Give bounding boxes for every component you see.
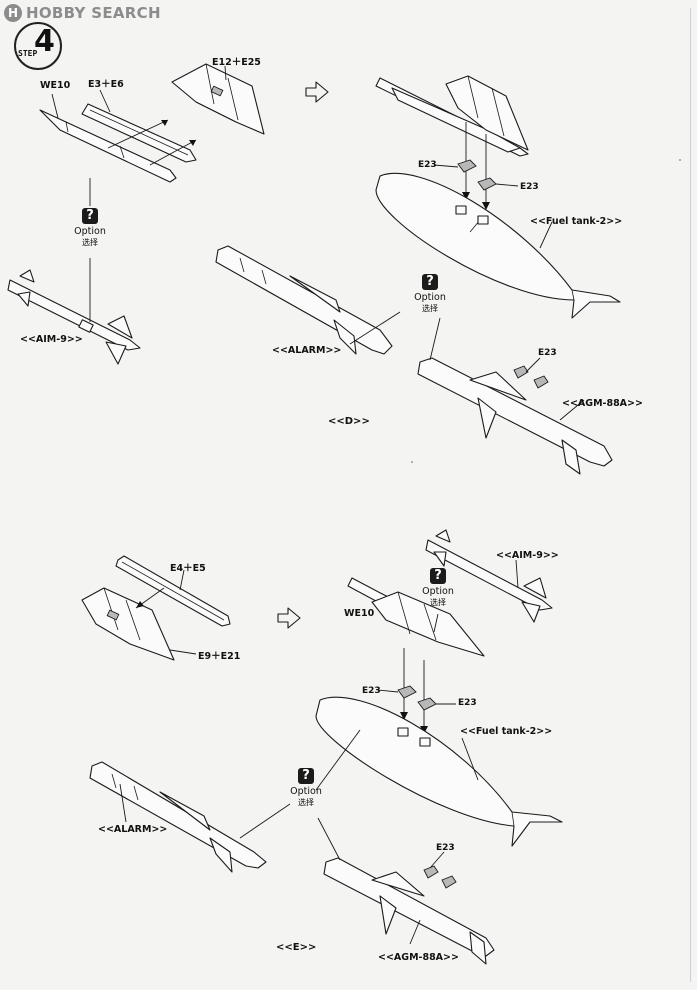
label-aim9-e: <<AIM-9>> [496, 550, 559, 561]
sway-brace-d-right [477, 177, 497, 191]
watermark-logo-icon: H [4, 4, 22, 22]
agm88-missile-e [323, 857, 495, 965]
aim9-missile-d [7, 269, 141, 365]
option-callout-fuel-d: ? Option 选择 [410, 274, 450, 314]
assembly-arrow-e [277, 607, 301, 629]
page-edge-line [690, 8, 691, 982]
assembled-pylon-d [375, 75, 529, 157]
section-title-d: <<D>> [328, 416, 370, 427]
option-label-cn: 选择 [430, 598, 446, 607]
sway-brace-e-right [417, 697, 437, 711]
sway-brace-d-left [457, 159, 477, 173]
label-e23-e-right: E23 [458, 698, 477, 708]
option-label: Option [290, 786, 322, 797]
pylon-e [81, 587, 175, 661]
question-icon: ? [82, 208, 98, 224]
label-e3-e6: E3＋E6 [88, 79, 124, 90]
label-fuel-tank-d: <<Fuel tank-2>> [530, 216, 623, 227]
option-callout-aim9-e: ? Option 选择 [418, 568, 458, 608]
option-label-cn: 选择 [298, 798, 314, 807]
label-e9-e21: E9＋E21 [198, 651, 241, 662]
label-we10-e: WE10 [344, 608, 375, 619]
option-label: Option [422, 586, 454, 597]
label-e23-d-left: E23 [418, 160, 437, 170]
alarm-missile-d [215, 245, 393, 355]
label-fuel-tank-e: <<Fuel tank-2>> [460, 726, 553, 737]
alarm-missile-e [89, 761, 267, 873]
section-title-e: <<E>> [276, 942, 317, 953]
aim9-missile-e [425, 529, 553, 623]
step-number: 4 [34, 24, 55, 59]
watermark-text: HOBBY SEARCH [26, 4, 161, 22]
option-label-cn: 选择 [422, 304, 438, 313]
launcher-rail-d [81, 103, 197, 163]
label-e23-d-agm: E23 [538, 348, 557, 358]
label-alarm-e: <<ALARM>> [98, 824, 168, 835]
question-icon: ? [298, 768, 314, 784]
label-e23-e-agm: E23 [436, 843, 455, 853]
assembled-pylon-e [347, 577, 485, 657]
sway-brace-e-left [397, 685, 417, 699]
label-aim9-d: <<AIM-9>> [20, 334, 83, 345]
step-word: STEP [18, 49, 38, 58]
label-e23-d-right: E23 [520, 182, 539, 192]
assembly-arrow-d [305, 81, 329, 103]
hobby-search-watermark: H HOBBY SEARCH [4, 4, 161, 22]
option-callout-aim9-d: ? Option 选择 [70, 208, 110, 248]
question-icon: ? [430, 568, 446, 584]
launcher-rail-e [115, 555, 231, 627]
step-badge: 4 STEP [14, 22, 62, 70]
fuel-tank-e [315, 696, 563, 847]
label-agm88-e: <<AGM-88A>> [378, 952, 459, 963]
we10-rail-d [39, 109, 177, 183]
fuel-tank-d [375, 172, 621, 319]
agm88-missile-d [417, 357, 613, 475]
label-e12-e25: E12＋E25 [212, 57, 261, 68]
option-callout-alarm-e: ? Option 选择 [286, 768, 326, 808]
label-agm88-d: <<AGM-88A>> [562, 398, 643, 409]
option-label: Option [414, 292, 446, 303]
pylon-d [171, 63, 265, 135]
label-we10-d: WE10 [40, 80, 71, 91]
label-e4-e5: E4＋E5 [170, 563, 206, 574]
option-label: Option [74, 226, 106, 237]
question-icon: ? [422, 274, 438, 290]
label-alarm-d: <<ALARM>> [272, 345, 342, 356]
step-badge-ring [14, 22, 62, 70]
label-e23-e-left: E23 [362, 686, 381, 696]
option-label-cn: 选择 [82, 238, 98, 247]
